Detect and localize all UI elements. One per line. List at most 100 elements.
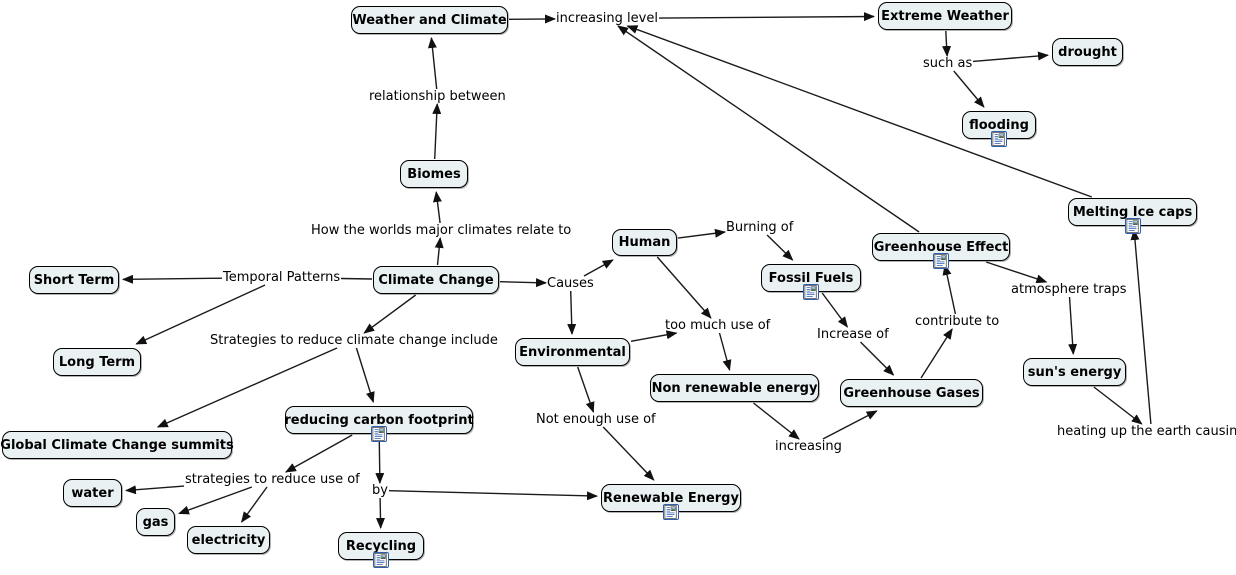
- concept-node-short_term[interactable]: Short Term: [29, 266, 119, 294]
- concept-node-long_term[interactable]: Long Term: [53, 348, 141, 376]
- resource-note-icon[interactable]: [663, 504, 679, 520]
- concept-node-carbon_footprint[interactable]: reducing carbon footprint: [284, 406, 474, 442]
- concept-node-greenhouse_effect[interactable]: Greenhouse Effect: [872, 233, 1010, 269]
- concept-node-label: Melting Ice caps: [1072, 204, 1193, 220]
- edge-melting_ice_caps-to-increasing_level: [626, 25, 1093, 198]
- resource-note-icon[interactable]: [933, 253, 949, 269]
- link-label-increasing_level[interactable]: increasing level: [556, 11, 658, 26]
- edge-contribute_to-to-greenhouse_effect: [942, 264, 957, 315]
- concept-node-label: Biomes: [407, 166, 461, 182]
- concept-node-greenhouse_gases[interactable]: Greenhouse Gases: [840, 379, 983, 407]
- concept-node-suns_energy[interactable]: sun's energy: [1023, 358, 1126, 386]
- concept-node-label: Climate Change: [378, 272, 494, 288]
- edge-increase_of-to-greenhouse_gases: [860, 341, 895, 376]
- link-label-burning_of[interactable]: Burning of: [726, 220, 794, 235]
- concept-node-label: Environmental: [519, 344, 626, 360]
- edge-greenhouse_effect-to-increasing_level: [617, 25, 920, 233]
- concept-node-climate_change[interactable]: Climate Change: [373, 266, 499, 294]
- concept-node-global_summits[interactable]: Global Climate Change summits: [0, 431, 234, 459]
- concept-node-label: Greenhouse Gases: [843, 385, 980, 401]
- edge-extreme_weather-to-such_as: [942, 30, 952, 57]
- concept-node-extreme_weather[interactable]: Extreme Weather: [878, 2, 1012, 30]
- concept-node-flooding[interactable]: flooding: [962, 111, 1036, 147]
- link-label-relationship[interactable]: relationship between: [369, 89, 506, 104]
- concept-node-gas[interactable]: gas: [136, 508, 175, 536]
- concept-node-fossil_fuels[interactable]: Fossil Fuels: [761, 264, 861, 300]
- edge-relationship-to-weather_climate: [427, 37, 438, 90]
- edge-carbon_footprint-to-strategies_use_of: [285, 434, 353, 473]
- concept-node-label: Short Term: [33, 272, 115, 288]
- edge-such_as-to-drought: [972, 51, 1049, 63]
- concept-node-renewable_energy[interactable]: Renewable Energy: [601, 484, 741, 520]
- edge-causes-to-human: [583, 259, 614, 277]
- concept-node-label: Greenhouse Effect: [873, 239, 1009, 255]
- edge-strategies_reduce-to-carbon_footprint: [355, 347, 375, 403]
- edge-by-to-recycling: [376, 497, 385, 529]
- link-label-contribute_to[interactable]: contribute to: [915, 314, 1000, 329]
- resource-note-icon[interactable]: [371, 426, 387, 442]
- edge-causes-to-environmental: [567, 290, 577, 335]
- edge-environmental-to-not_enough_use: [577, 366, 595, 413]
- link-label-how_worlds[interactable]: How the worlds major climates relate to: [311, 223, 572, 238]
- edge-human-to-too_much_use: [656, 256, 712, 319]
- concept-node-label: Long Term: [58, 354, 136, 370]
- link-label-temporal_patterns[interactable]: Temporal Patterns: [223, 270, 341, 285]
- link-label-atmosphere_traps[interactable]: atmosphere traps: [1011, 282, 1127, 297]
- edge-temporal_patterns-to-short_term: [122, 274, 223, 284]
- concept-node-environmental[interactable]: Environmental: [515, 338, 630, 366]
- link-label-increasing[interactable]: increasing: [775, 439, 842, 454]
- concept-node-water[interactable]: water: [63, 479, 122, 507]
- concept-node-label: Renewable Energy: [603, 490, 739, 506]
- concept-node-electricity[interactable]: electricity: [187, 526, 270, 554]
- concept-node-label: flooding: [969, 117, 1029, 133]
- link-label-increase_of[interactable]: Increase of: [817, 327, 889, 342]
- concept-node-label: Fossil Fuels: [768, 270, 854, 286]
- resource-note-icon[interactable]: [991, 131, 1007, 147]
- resource-note-icon[interactable]: [1124, 218, 1141, 234]
- edge-strategies_use_of-to-gas: [178, 486, 253, 515]
- link-label-too_much_use[interactable]: too much use of: [665, 318, 771, 333]
- concept-node-biomes[interactable]: Biomes: [400, 160, 468, 188]
- edge-climate_change-to-causes: [499, 278, 547, 288]
- link-label-heating_up[interactable]: heating up the earth causing: [1057, 424, 1236, 439]
- concept-node-label: Human: [618, 235, 671, 250]
- edge-greenhouse_gases-to-contribute_to: [920, 328, 953, 379]
- edge-increasing-to-greenhouse_gases: [822, 410, 878, 440]
- resource-note-icon[interactable]: [373, 552, 389, 568]
- edge-strategies_use_of-to-electricity: [241, 486, 268, 523]
- concept-node-recycling[interactable]: Recycling: [338, 532, 424, 568]
- link-label-strategies_use_of[interactable]: strategies to reduce use of: [185, 472, 360, 487]
- link-label-not_enough_use[interactable]: Not enough use of: [536, 412, 656, 427]
- concept-node-label: sun's energy: [1027, 364, 1122, 380]
- edge-climate_change-to-temporal_patterns: [340, 277, 373, 280]
- concept-node-non_renewable[interactable]: Non renewable energy: [650, 374, 819, 402]
- concept-node-label: Global Climate Change summits: [0, 437, 234, 453]
- edge-climate_change-to-how_worlds: [434, 237, 444, 266]
- concept-node-melting_ice_caps[interactable]: Melting Ice caps: [1068, 198, 1197, 234]
- link-label-by[interactable]: by: [372, 483, 388, 498]
- edge-strategies_reduce-to-global_summits: [156, 347, 338, 428]
- resource-note-icon[interactable]: [803, 284, 819, 300]
- edge-human-to-burning_of: [677, 228, 726, 239]
- concept-node-label: electricity: [191, 532, 266, 548]
- link-label-strategies_reduce[interactable]: Strategies to reduce climate change incl…: [210, 333, 498, 348]
- edge-non_renewable-to-increasing: [753, 402, 800, 440]
- edge-strategies_use_of-to-water: [125, 485, 185, 495]
- link-label-such_as[interactable]: such as: [923, 56, 973, 71]
- edge-greenhouse_effect-to-atmosphere_traps: [985, 261, 1048, 284]
- edge-atmosphere_traps-to-suns_energy: [1068, 296, 1078, 355]
- concept-node-label: gas: [142, 514, 169, 530]
- concept-node-human[interactable]: Human: [612, 229, 677, 256]
- edge-such_as-to-flooding: [953, 70, 985, 108]
- edge-biomes-to-relationship: [432, 103, 442, 160]
- edge-carbon_footprint-to-by: [375, 434, 385, 484]
- concept-node-drought[interactable]: drought: [1052, 38, 1123, 66]
- concept-node-label: drought: [1058, 44, 1117, 60]
- edge-climate_change-to-strategies_reduce: [363, 294, 417, 334]
- edge-environmental-to-too_much_use: [630, 330, 678, 342]
- concept-node-label: Weather and Climate: [352, 12, 507, 28]
- link-label-causes[interactable]: Causes: [547, 276, 594, 291]
- concept-node-weather_climate[interactable]: Weather and Climate: [351, 6, 508, 34]
